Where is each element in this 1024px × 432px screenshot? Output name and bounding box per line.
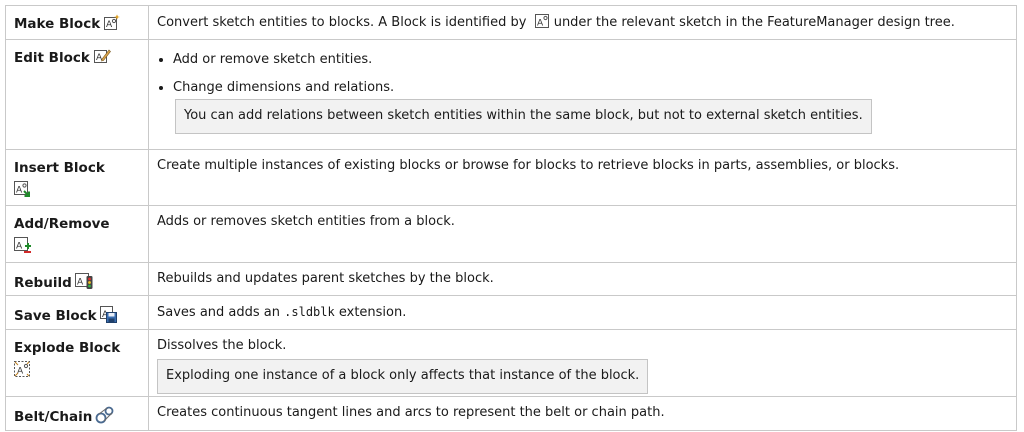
table-row: Edit Block A Add or remove sketch entitie… bbox=[5, 39, 1017, 150]
tool-description: Saves and adds an bbox=[157, 305, 280, 320]
tool-description: Dissolves the block. bbox=[157, 338, 287, 353]
edit-block-icon: A bbox=[93, 47, 111, 65]
insert-block-icon: A bbox=[14, 181, 144, 198]
tool-name: Make Block bbox=[14, 16, 101, 32]
tool-description: Rebuilds and updates parent sketches by … bbox=[157, 271, 494, 286]
tool-name-cell: Add/Remove A bbox=[5, 205, 149, 263]
explode-block-icon: A bbox=[14, 361, 144, 378]
tool-description: Creates continuous tangent lines and arc… bbox=[157, 405, 665, 420]
tool-name: Rebuild bbox=[14, 275, 72, 291]
save-block-icon: A bbox=[99, 306, 118, 323]
svg-text:A: A bbox=[17, 367, 24, 377]
svg-text:A: A bbox=[537, 19, 544, 29]
list-item: Change dimensions and relations. bbox=[173, 79, 1008, 97]
table-row: Make Block A Convert sketch entities to b… bbox=[5, 5, 1017, 40]
tool-name: Insert Block bbox=[14, 160, 105, 176]
svg-text:A: A bbox=[16, 186, 23, 196]
make-block-icon: A bbox=[103, 14, 121, 31]
rebuild-icon: A bbox=[74, 273, 94, 290]
tool-name: Belt/Chain bbox=[14, 409, 93, 425]
tool-name: Explode Block bbox=[14, 340, 121, 356]
table-row: Save Block A Saves and adds an .sldblk ex… bbox=[5, 295, 1017, 330]
tool-desc-cell: Saves and adds an .sldblk extension. bbox=[148, 295, 1017, 330]
tool-desc-cell: Rebuilds and updates parent sketches by … bbox=[148, 262, 1017, 296]
tool-desc-cell: Creates continuous tangent lines and arc… bbox=[148, 396, 1017, 431]
svg-text:A: A bbox=[77, 278, 84, 288]
tool-name-cell: Rebuild A bbox=[5, 262, 149, 296]
note-box: You can add relations between sketch ent… bbox=[175, 99, 872, 134]
table-row: Explode Block A Dissolves the block. Exp… bbox=[5, 329, 1017, 397]
tool-name-cell: Explode Block A bbox=[5, 329, 149, 397]
tool-name-cell: Edit Block A bbox=[5, 39, 149, 150]
tool-name-cell: Insert Block A bbox=[5, 149, 149, 206]
bullet-list: Add or remove sketch entities. Change di… bbox=[157, 51, 1008, 97]
tool-name-cell: Belt/Chain bbox=[5, 396, 149, 431]
svg-text:A: A bbox=[102, 310, 109, 320]
tool-name: Edit Block bbox=[14, 50, 90, 66]
tool-name-cell: Make Block A bbox=[5, 5, 149, 40]
list-item: Add or remove sketch entities. bbox=[173, 51, 1008, 69]
tool-name-cell: Save Block A bbox=[5, 295, 149, 330]
belt-chain-icon bbox=[95, 406, 115, 424]
block-icon: A bbox=[534, 13, 550, 29]
svg-text:A: A bbox=[16, 242, 23, 252]
tool-description-cont: under the relevant sketch in the Feature… bbox=[553, 15, 955, 30]
table-row: Rebuild A Rebuilds and updates parent ske… bbox=[5, 262, 1017, 296]
table-row: Belt/Chain Creates continuous tangent li… bbox=[5, 396, 1017, 431]
tool-desc-cell: Add or remove sketch entities. Change di… bbox=[148, 39, 1017, 150]
tool-description: Adds or removes sketch entities from a b… bbox=[157, 214, 455, 229]
add-remove-icon: A bbox=[14, 237, 144, 254]
tool-desc-cell: Create multiple instances of existing bl… bbox=[148, 149, 1017, 206]
tool-desc-cell: Convert sketch entities to blocks. A Blo… bbox=[148, 5, 1017, 40]
svg-text:A: A bbox=[106, 20, 113, 30]
note-box: Exploding one instance of a block only a… bbox=[157, 359, 649, 394]
table-row: Add/Remove A Adds or removes sketch enti… bbox=[5, 205, 1017, 263]
tool-desc-cell: Adds or removes sketch entities from a b… bbox=[148, 205, 1017, 263]
file-extension: .sldblk bbox=[284, 305, 335, 319]
tool-desc-cell: Dissolves the block. Exploding one insta… bbox=[148, 329, 1017, 397]
table-row: Insert Block A Create multiple instances… bbox=[5, 149, 1017, 206]
tool-description-cont: extension. bbox=[338, 305, 407, 320]
svg-text:A: A bbox=[96, 53, 103, 63]
tool-name: Add/Remove bbox=[14, 216, 110, 232]
tool-name: Save Block bbox=[14, 308, 97, 324]
tool-description: Convert sketch entities to blocks. A Blo… bbox=[157, 15, 527, 30]
tool-description: Create multiple instances of existing bl… bbox=[157, 158, 900, 173]
